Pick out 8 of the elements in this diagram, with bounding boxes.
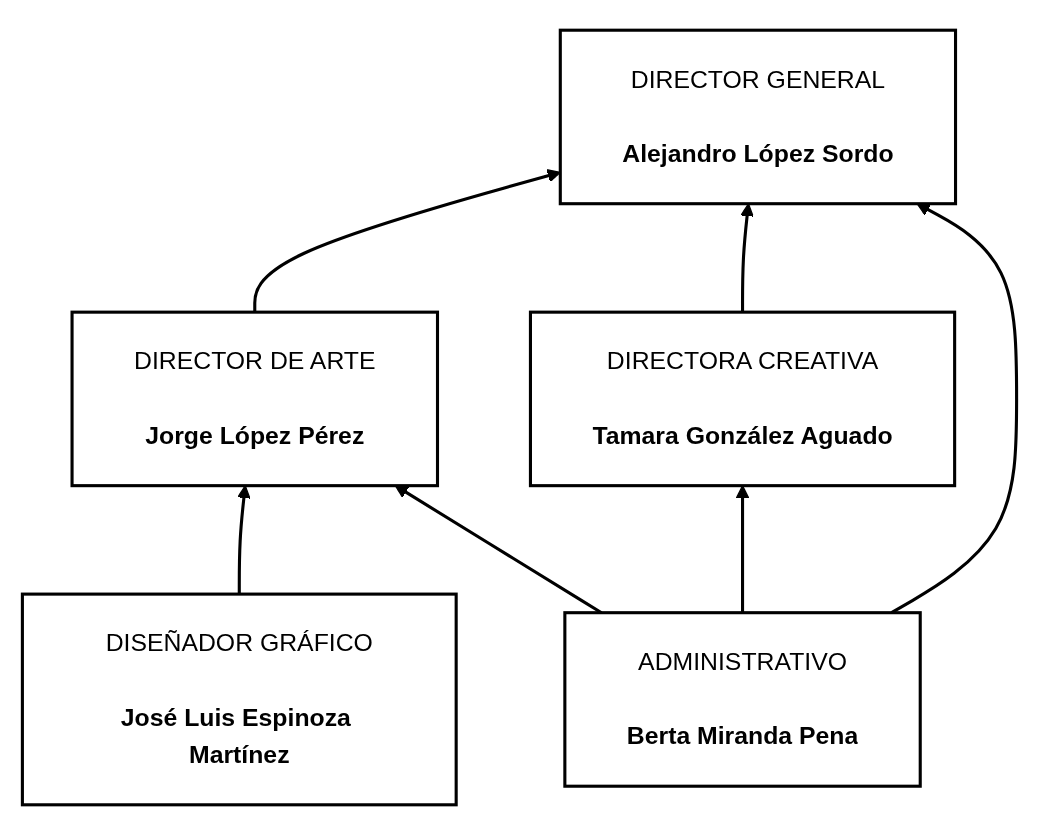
arrow — [237, 485, 251, 595]
node-box: DIRECTOR DE ARTE Jorge López Pérez — [70, 310, 440, 488]
node-box: ADMINISTRATIVO Berta Miranda Pena — [563, 611, 922, 788]
arrow — [735, 485, 750, 613]
arrow — [740, 203, 754, 313]
node-box: DIRECTORA CREATIVA Tamara González Aguado — [528, 310, 957, 488]
node-box: DISEÑADOR GRÁFICO José Luis Espinoza Martínez — [20, 592, 458, 807]
node-box: DIRECTOR GENERAL Alejandro López Sordo — [558, 28, 958, 206]
